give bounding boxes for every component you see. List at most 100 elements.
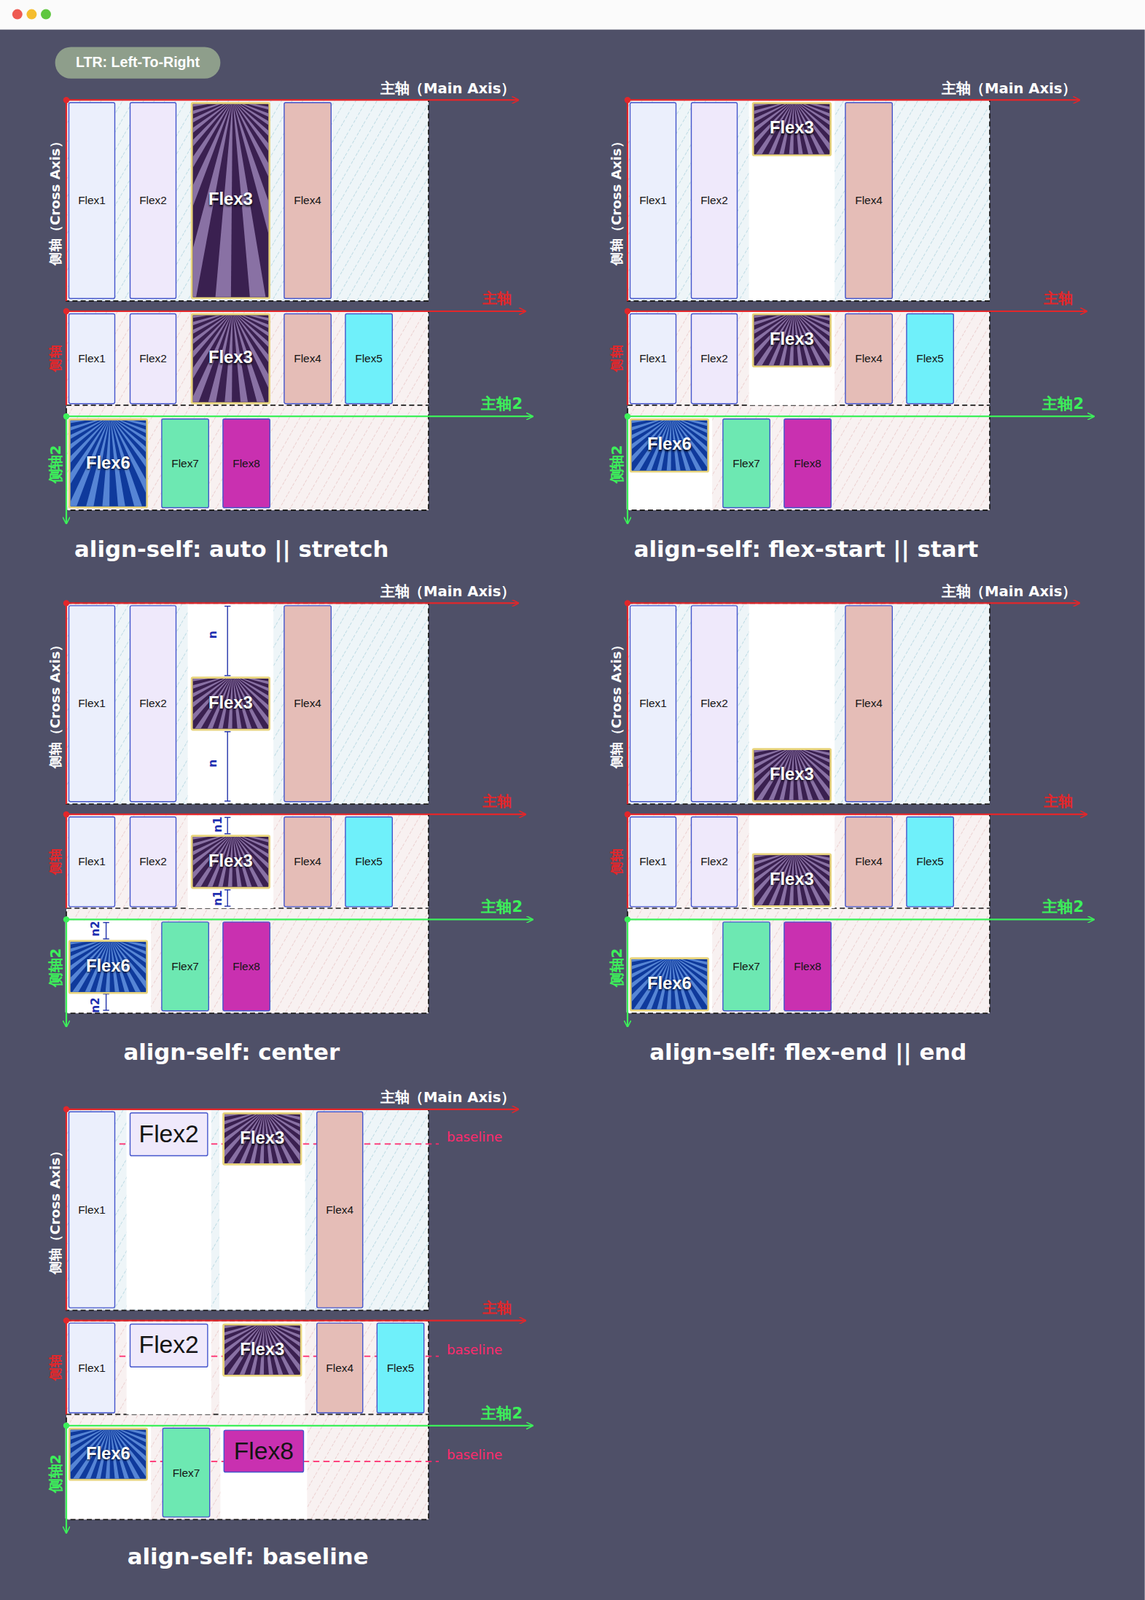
window-dot: [40, 9, 52, 20]
picture-ray: [232, 315, 271, 347]
window-dot: [12, 9, 23, 20]
main-axis: [66, 602, 519, 604]
axis-label: 主轴2: [1042, 395, 1084, 413]
axis-label: 主轴: [1043, 794, 1073, 811]
main-axis-2: [66, 415, 533, 417]
flex-item: Flex7: [161, 418, 210, 508]
axis-label: 侧轴（Cross Axis）: [610, 134, 625, 266]
flex-item: Flex2: [690, 313, 738, 405]
flex-item: Flex8: [223, 1429, 305, 1473]
cross-axis: [626, 99, 629, 302]
cross-axis-2: [65, 1425, 68, 1533]
flex-item: Flex3: [752, 102, 832, 156]
flex-item: Flex4: [283, 816, 332, 908]
axis-label: 主轴: [482, 1300, 511, 1317]
free-space: [219, 1110, 306, 1309]
multi-line-container: [627, 814, 990, 1014]
flex-item: Flex4: [283, 604, 332, 802]
axis-label: 主轴2: [481, 1404, 523, 1422]
flex-item: Flex2: [690, 816, 738, 908]
free-space: [188, 815, 275, 909]
axis-label: 侧轴2: [48, 445, 65, 484]
item-label: Flex4: [325, 1203, 354, 1216]
cross-axis: [65, 814, 68, 909]
flex-item: Flex6: [629, 418, 710, 473]
item-label: Flex4: [854, 194, 883, 207]
cross-axis-2: [626, 416, 629, 524]
axis-label: 侧轴: [610, 344, 625, 371]
item-label: Flex4: [293, 855, 322, 869]
gap-tick: [224, 817, 231, 818]
gap-measure: [226, 889, 228, 906]
flex-item: Flex8: [222, 921, 271, 1011]
flex-item: Flex4: [844, 604, 893, 802]
item-label: Flex5: [916, 352, 944, 366]
flex-item: Flex7: [161, 921, 210, 1011]
item-label: Flex2: [700, 194, 729, 207]
axis-label: 侧轴（Cross Axis）: [48, 1144, 64, 1275]
item-label: Flex3: [208, 693, 253, 713]
gap-label: n2: [89, 997, 103, 1014]
axis-label: 主轴（Main Axis）: [941, 583, 1077, 600]
item-label: Flex6: [647, 974, 692, 994]
item-label: Flex1: [77, 697, 106, 710]
main-axis: [627, 99, 1080, 101]
item-label: Flex5: [354, 352, 383, 366]
picture-ray: [232, 104, 271, 136]
item-label: Flex8: [232, 959, 261, 973]
flex-item: Flex1: [68, 1111, 116, 1309]
flex-item: Flex2: [129, 1112, 209, 1156]
single-line-container: [66, 1109, 429, 1311]
cross-axis-2: [65, 919, 68, 1027]
item-label: Flex1: [639, 194, 667, 207]
item-label: Flex2: [139, 194, 167, 207]
main-axis: [66, 310, 526, 312]
cross-axis-2: [65, 416, 68, 524]
main-axis: [627, 813, 1087, 815]
main-axis-2: [66, 1424, 533, 1427]
free-space: [126, 1321, 212, 1414]
window-body: [0, 29, 1145, 1600]
panel-title: align-self: baseline: [127, 1544, 369, 1570]
item-label: Flex7: [172, 1466, 201, 1479]
item-label: Flex1: [77, 194, 106, 207]
flex-item: Flex2: [129, 604, 177, 802]
axis-label: 主轴2: [481, 395, 523, 413]
flex-item: Flex2: [129, 313, 177, 405]
cross-axis: [65, 311, 68, 406]
flex-item: Flex2: [129, 102, 177, 299]
item-label: Flex4: [293, 194, 322, 207]
item-label: Flex4: [325, 1361, 354, 1374]
baseline-label: baseline: [446, 1342, 503, 1358]
panel-title: align-self: flex-start || start: [634, 537, 979, 563]
item-label: Flex7: [171, 959, 199, 973]
item-label: Flex7: [732, 959, 761, 973]
gap-measure: [105, 994, 107, 1011]
main-axis: [66, 813, 526, 815]
item-label: Flex2: [139, 1120, 199, 1148]
cross-axis: [626, 602, 629, 804]
axis-label: 侧轴（Cross Axis）: [48, 134, 64, 266]
flex-item: Flex2: [690, 604, 738, 802]
item-label: Flex2: [139, 697, 167, 710]
gap-tick: [224, 889, 231, 890]
flex-item: Flex4: [316, 1111, 363, 1309]
axis-label: 侧轴2: [609, 445, 626, 484]
axis-label: 主轴（Main Axis）: [380, 80, 516, 97]
item-label: Flex4: [854, 855, 883, 869]
item-label: Flex8: [233, 1437, 294, 1465]
item-label: Flex2: [700, 855, 729, 869]
item-label: Flex3: [769, 330, 815, 350]
flex-item: Flex1: [68, 604, 116, 802]
free-space: [220, 1426, 307, 1519]
axis-label: 侧轴: [48, 344, 64, 371]
axis-origin: [624, 916, 631, 922]
flex-item: Flex4: [283, 313, 332, 405]
item-label: Flex7: [732, 456, 761, 470]
flex-line-divider: [66, 404, 429, 406]
item-label: Flex6: [647, 435, 692, 455]
axis-label: 主轴: [482, 794, 511, 811]
flex-item: Flex3: [222, 1323, 302, 1377]
flex-item: Flex1: [629, 313, 677, 405]
flex-item: Flex3: [190, 676, 271, 731]
